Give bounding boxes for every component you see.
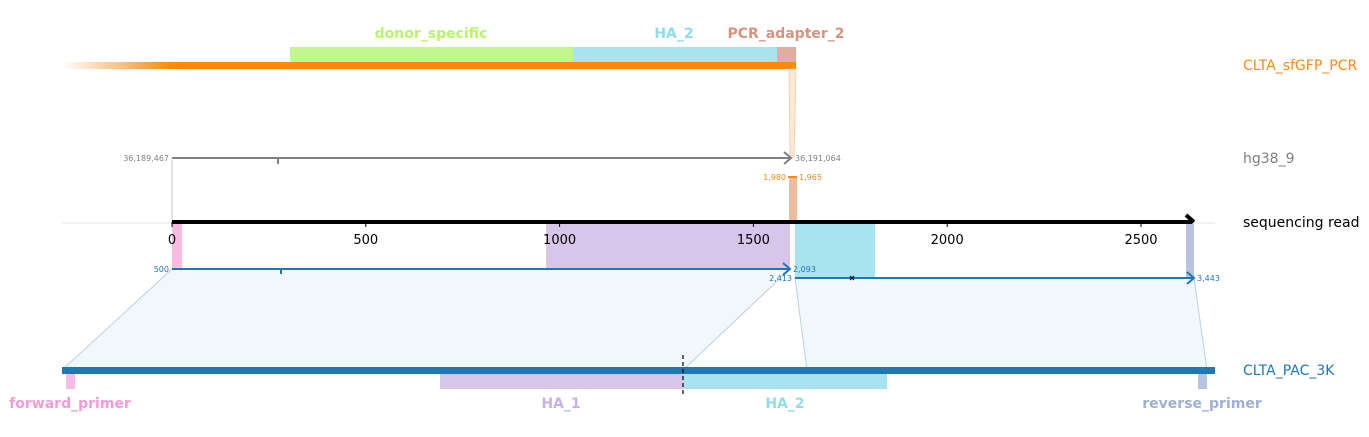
top-feature-donor-specific [290,47,573,63]
read-alignment-lines: 500 2,093 2,413 3,443 [154,262,1220,285]
pcr-alignment-block [789,177,797,222]
genome-arrow-icon [783,151,793,165]
read-track: 0 500 1000 1500 2000 2500 sequencing read [62,213,1359,248]
read-block-forward-primer [172,222,182,269]
mismatch-cross-icon [849,275,855,281]
read-block-reverse-primer [1186,222,1194,278]
read-block-ha1 [546,222,790,269]
read-right-end-coord: 3,443 [1197,274,1220,283]
bottom-label-reverse-primer: reverse_primer [1142,396,1262,412]
read-arrow-icon [1184,213,1196,224]
right-alignment-arrow-icon [1186,271,1196,285]
track-name-read: sequencing read [1243,215,1359,231]
bottom-label-ha1: HA_1 [541,396,580,412]
read-right-start-coord: 2,413 [769,274,792,283]
top-track-fade [62,62,172,69]
alignment-shading [60,268,1208,371]
bottom-track: forward_primer HA_1 HA_2 reverse_primer … [9,355,1335,412]
read-axis-tick-label: 1000 [543,233,576,248]
bottom-feature-ha1 [440,374,683,389]
read-axis-tick-label: 0 [168,233,176,248]
top-track-bar [171,62,796,69]
read-block-ha2 [795,222,875,278]
top-label-ha2: HA_2 [654,26,693,42]
left-alignment-shade [60,268,792,371]
track-name-genome: hg38_9 [1243,151,1294,167]
read-left-end-coord: 2,093 [793,265,816,274]
read-axis-tick-label: 500 [353,233,378,248]
left-alignment-arrow-icon [782,262,792,276]
bottom-label-ha2: HA_2 [765,396,804,412]
pcr-alignment: 1,980 1,965 [763,173,822,222]
top-label-pcr-adapter-2: PCR_adapter_2 [727,26,844,42]
bottom-feature-ha2 [683,374,887,389]
read-axis-tick-label: 2000 [931,233,964,248]
pcr-left-coord: 1,980 [763,173,786,182]
top-feature-ha2 [573,47,777,63]
bottom-feature-reverse-primer [1198,374,1207,389]
bottom-label-forward-primer: forward_primer [9,396,131,412]
read-tick-group: 0 500 1000 1500 2000 2500 [168,222,1158,248]
bottom-feature-forward-primer [66,374,75,389]
track-name-bottom: CLTA_PAC_3K [1243,363,1335,379]
top-feature-pcr-adapter-2 [777,47,796,63]
read-axis-tick-label: 1500 [737,233,770,248]
read-left-start-coord: 500 [154,265,169,274]
pcr-connector [788,68,797,159]
genome-end-coord: 36,191,064 [795,154,841,163]
genome-start-coord: 36,189,467 [123,154,169,163]
genome-track: 36,189,467 36,191,064 hg38_9 [123,151,1294,222]
right-alignment-shade [794,277,1208,371]
read-axis-tick-label: 2500 [1124,233,1157,248]
read-feature-blocks [172,222,1194,278]
top-label-donor-specific: donor_specific [375,26,488,42]
bottom-track-bar [62,367,1215,374]
track-name-top: CLTA_sfGFP_PCR [1243,58,1357,74]
pcr-right-coord: 1,965 [799,173,822,182]
top-track: donor_specific HA_2 PCR_adapter_2 CLTA_s… [62,26,1357,74]
